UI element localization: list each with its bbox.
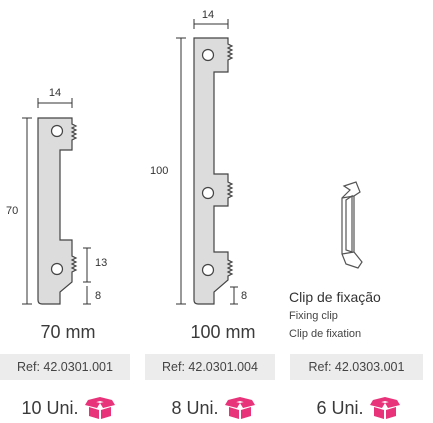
units-3-text: 6 Uni. — [316, 397, 364, 418]
dim-hole-gap-1-text: 13 — [95, 257, 107, 269]
dimension-hole-gap-1: 13 — [83, 247, 107, 283]
dimension-height-2: 100 — [150, 37, 186, 305]
clip-name-fr: Clip de fixation — [289, 328, 362, 340]
units-2-text: 8 Uni. — [171, 397, 219, 418]
spacer-100mm-drawing — [193, 37, 234, 305]
units-3: 6 Uni. — [288, 395, 428, 421]
size-label-70mm: 70 mm — [40, 322, 96, 342]
dimension-width-1: 14 — [37, 87, 73, 108]
box-icon — [84, 397, 115, 419]
dimension-bottom-1: 8 — [83, 286, 101, 305]
dimension-width-2: 14 — [193, 9, 229, 29]
box-icon — [224, 397, 255, 419]
units-2: 8 Uni. — [143, 395, 283, 421]
dim-height-2-text: 100 — [150, 165, 168, 177]
ref-box-1: Ref: 42.0301.001 — [0, 354, 130, 380]
box-icon — [369, 397, 400, 419]
units-1-text: 10 Uni. — [21, 397, 79, 418]
dimension-height-1: 70 — [6, 117, 32, 305]
clip-name-en: Fixing clip — [289, 310, 338, 322]
dim-width-2-text: 14 — [202, 9, 214, 21]
spacer-70mm-drawing — [37, 117, 78, 305]
fixing-clip-drawing — [341, 181, 363, 269]
dim-width-1-text: 14 — [49, 87, 61, 99]
dim-height-1-text: 70 — [6, 205, 18, 217]
ref-box-2: Ref: 42.0301.004 — [145, 354, 275, 380]
size-label-100mm: 100 mm — [190, 322, 256, 342]
dim-bottom-2-text: 8 — [241, 290, 247, 302]
units-1: 10 Uni. — [0, 395, 138, 421]
ref-box-3: Ref: 42.0303.001 — [290, 354, 423, 380]
dimension-bottom-2: 8 — [230, 286, 247, 305]
dim-bottom-1-text: 8 — [95, 290, 101, 302]
clip-name-pt: Clip de fixação — [289, 289, 381, 305]
